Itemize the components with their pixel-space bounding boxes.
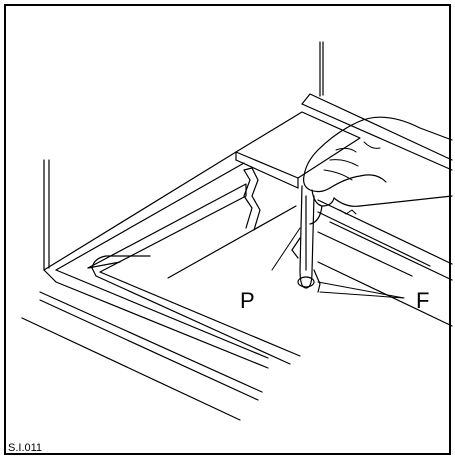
figure-frame <box>4 4 451 455</box>
figure-code: S.I.011 <box>8 442 42 454</box>
line-art-drawing <box>21 41 453 421</box>
label-F: F <box>416 288 429 313</box>
label-P: P <box>240 288 255 313</box>
